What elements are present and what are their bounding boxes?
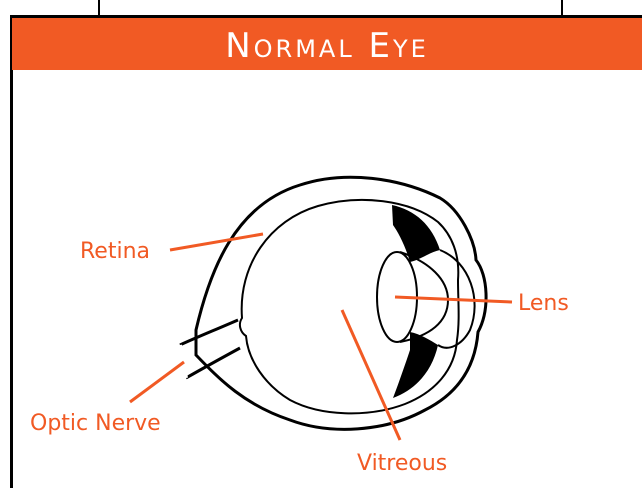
optic-nerve-leader-line: [130, 362, 184, 402]
lens-label: Lens: [518, 291, 569, 316]
optic-nerve-label: Optic Nerve: [30, 411, 161, 436]
vitreous-label: Vitreous: [357, 451, 447, 476]
retina-label: Retina: [80, 239, 150, 264]
